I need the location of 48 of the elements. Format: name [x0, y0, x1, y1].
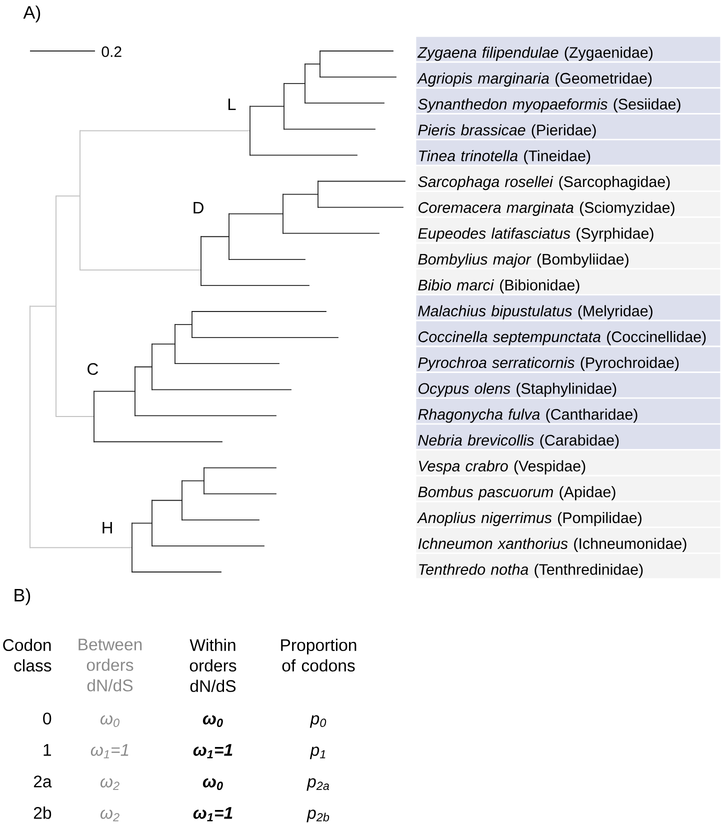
class-number: 2a [34, 776, 52, 788]
clade-label: L [228, 98, 236, 110]
taxon-row: Anoplius nigerrimus (Pompilidae) [416, 502, 720, 527]
taxon-row: Bombus pascuorum (Apidae) [416, 476, 720, 501]
taxon-row: Vespa crabro (Vespidae) [416, 450, 720, 475]
taxon-row: Bombylius major (Bombyliidae) [416, 244, 720, 268]
panel-label: A) [23, 6, 40, 22]
omega-value: ω$_{1}$=1 [90, 744, 128, 758]
taxon-row: Pieris brassicae (Pieridae) [416, 114, 720, 139]
clade-label: C [88, 363, 98, 375]
column-heading: Codon class [3, 638, 52, 672]
omega-value: ω$_{2}$ [100, 778, 120, 790]
omega-value: ω$_{1}$=1 [193, 744, 232, 758]
omega-value: ω$_{0}$ [202, 715, 223, 727]
proportion-symbol: p$_{0}$ [310, 715, 326, 728]
class-number: 1 [44, 744, 51, 756]
taxon-row: Tenthredo notha (Tenthredinidae) [416, 554, 720, 578]
taxon-row: Coremacera marginata (Sciomyzidae) [416, 192, 720, 216]
omega-value: ω$_{0}$ [202, 778, 223, 790]
taxon-row: Eupeodes latifasciatus (Syrphidae) [416, 218, 720, 242]
taxon-row: Rhagonycha fulva (Cantharidae) [416, 398, 720, 424]
taxon-row: Malachius bipustulatus (Melyridae) [416, 295, 720, 320]
clade-label: H [102, 522, 112, 534]
omega-value: ω$_{0}$ [100, 715, 120, 727]
omega-value: ω$_{2}$ [100, 810, 120, 822]
proportion-symbol: p$_{2a}$ [306, 778, 330, 791]
taxon-row: Nebria brevicollis (Carabidae) [416, 424, 720, 450]
class-number: 2b [34, 806, 52, 819]
column-heading: Between orders dN/dS [78, 638, 142, 692]
taxon-row: Ichneumon xanthorius (Ichneumonidae) [416, 528, 720, 552]
column-heading: Within orders dN/dS [190, 638, 236, 692]
taxon-row: Pyrochroa serraticornis (Pyrochroidae) [416, 347, 720, 372]
taxon-row: Zygaena filipendulae (Zygaenidae) [416, 36, 720, 62]
clade-label: D [194, 202, 204, 214]
taxon-row: Synanthedon myopaeformis (Sesiidae) [416, 88, 720, 113]
proportion-symbol: p$_{2b}$ [306, 810, 330, 822]
class-number: 0 [43, 712, 52, 724]
taxon-row: Tinea trinotella (Tineidae) [416, 140, 720, 165]
panel-label: B) [14, 588, 30, 606]
taxon-row: Coccinella septempunctata (Coccinellidae) [416, 321, 720, 346]
taxon-row: Agriopis marginaria (Geometridae) [416, 62, 720, 88]
scale-label: 0.2 [102, 46, 122, 57]
column-heading: Proportion of codons [281, 638, 356, 672]
omega-value: ω$_{1}$=1 [193, 807, 232, 822]
taxon-row: Sarcophaga rosellei (Sarcophagidae) [416, 166, 720, 191]
taxon-row: Ocypus olens (Staphylinidae) [416, 372, 720, 398]
proportion-symbol: p$_{1}$ [310, 746, 326, 760]
taxon-row: Bibio marci (Bibionidae) [416, 270, 720, 294]
